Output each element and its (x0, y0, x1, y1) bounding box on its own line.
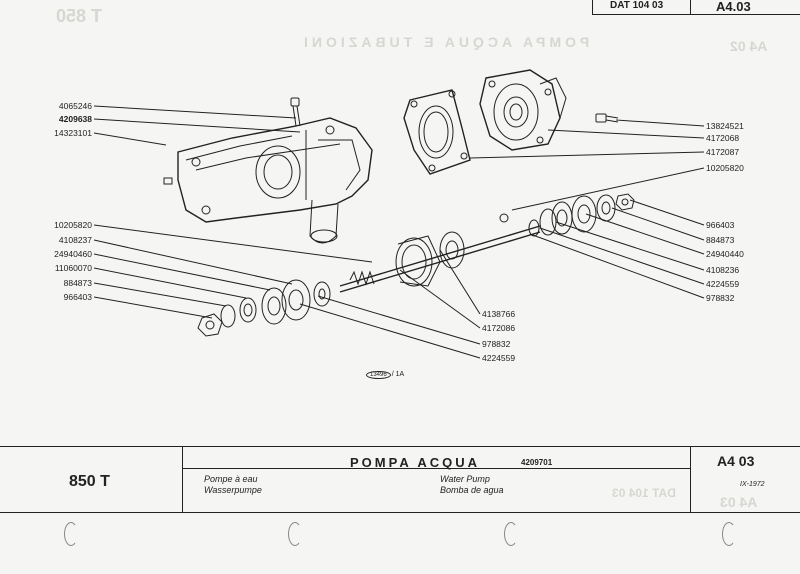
punch-hole (722, 522, 736, 546)
callout-left-1: 4065246 (58, 101, 92, 111)
callout-center-2: 4172086 (482, 323, 516, 333)
translation-es: Bomba de agua (440, 485, 504, 495)
callout-left-3: 14323101 (54, 128, 92, 138)
callout-left-9: 966403 (63, 292, 92, 302)
callout-left-5: 4108237 (58, 235, 92, 245)
callout-right-2: 4172068 (706, 133, 740, 143)
header-divider (690, 0, 691, 14)
callout-right-1: 13824521 (706, 121, 744, 131)
page-title-number: 4209701 (521, 458, 553, 467)
callout-left-4: 10205820 (54, 220, 92, 230)
title-block-rule-top (0, 446, 800, 447)
drawing-stamp-number: 13496 (366, 371, 391, 379)
punch-hole (288, 522, 302, 546)
issue-date: IX-1972 (740, 481, 765, 488)
callout-left-6: 24940460 (54, 249, 92, 259)
header-page-code: A4.03 (716, 0, 751, 14)
callout-right-6: 884873 (706, 235, 735, 245)
reference-code: A4 03 (717, 453, 755, 469)
callout-right-9: 4224559 (706, 279, 740, 289)
translation-fr: Pompe à eau (204, 474, 258, 484)
title-block-divider-left (182, 446, 183, 512)
callout-center-4: 4224559 (482, 353, 516, 363)
translation-de: Wasserpumpe (204, 485, 262, 495)
header-dat-label: DAT 104 03 (610, 0, 664, 11)
callout-left-2: 4209638 (58, 114, 92, 124)
callout-right-7: 24940440 (706, 249, 744, 259)
drawing-stamp: 13496/ 1A (366, 371, 404, 379)
header-box (592, 0, 800, 15)
callout-center-3: 978832 (482, 339, 511, 349)
punch-hole (64, 522, 78, 546)
callout-right-10: 978832 (706, 293, 735, 303)
drawing-stamp-suffix: / 1A (391, 371, 405, 378)
callout-left-7: 11060070 (54, 263, 92, 273)
callout-right-5: 966403 (706, 220, 735, 230)
title-block-divider-right (690, 446, 691, 512)
title-block (0, 446, 800, 574)
punch-hole (504, 522, 518, 546)
callout-right-8: 4108236 (706, 265, 740, 275)
page-title: POMPA ACQUA (350, 455, 481, 470)
title-block-rule-mid (182, 468, 690, 469)
model-name: 850 T (69, 473, 110, 490)
translation-en: Water Pump (440, 474, 490, 484)
callout-right-4: 10205820 (706, 163, 744, 173)
callout-center-1: 4138766 (482, 309, 516, 319)
callout-right-3: 4172087 (706, 147, 740, 157)
title-block-rule-bottom (0, 512, 800, 513)
callout-left-8: 884873 (63, 278, 92, 288)
